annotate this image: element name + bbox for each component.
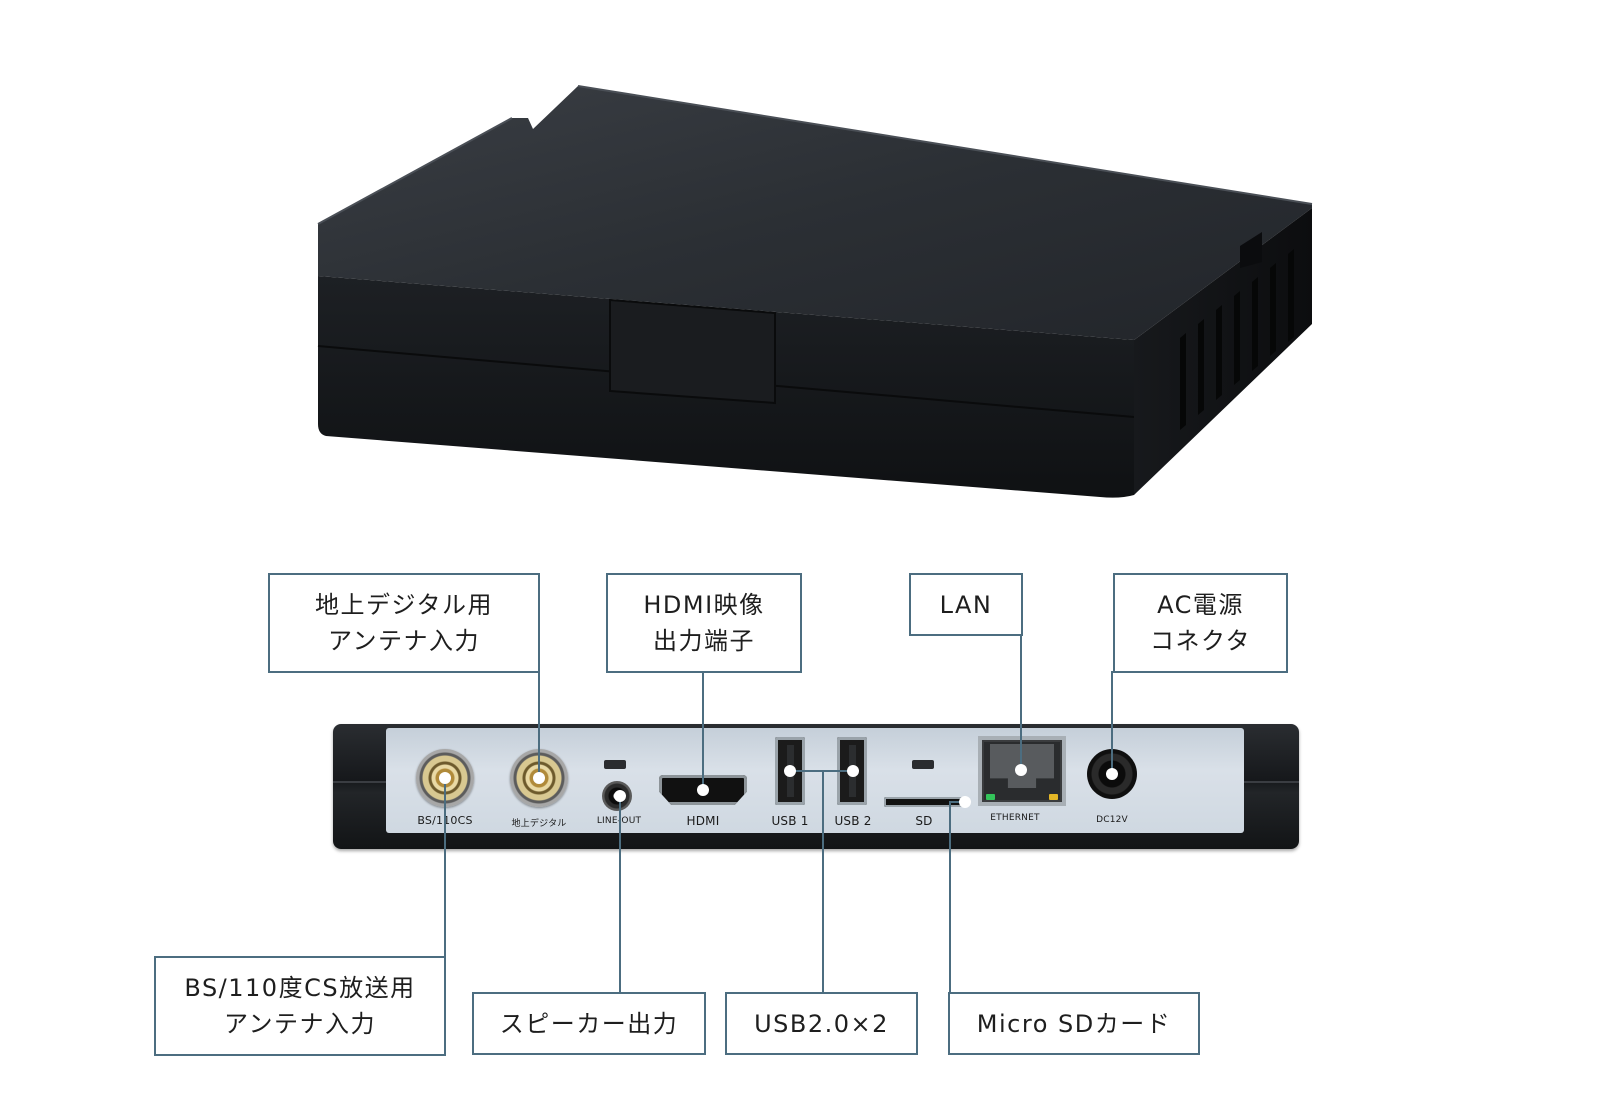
connector-line-speaker (619, 796, 621, 992)
endpoint-dot (614, 790, 626, 802)
connector-line-usb-bridge (790, 770, 854, 772)
link-led-icon (986, 794, 995, 800)
callout-hdmi-output: HDMI映像 出力端子 (606, 573, 802, 673)
connector-line-terrestrial (538, 671, 540, 778)
connector-line-ac (1111, 671, 1113, 774)
callout-ac-power: AC電源 コネクタ (1113, 573, 1288, 673)
endpoint-dot (847, 765, 859, 777)
callout-bs-cs-antenna: BS/110度CS放送用 アンテナ入力 (154, 956, 446, 1056)
port-label-dc12v: DC12V (1096, 815, 1128, 825)
activity-led-icon (1049, 794, 1058, 800)
connector-line-hdmi (702, 671, 704, 790)
callout-speaker-output: スピーカー出力 (472, 992, 706, 1055)
callout-micro-sd-text: Micro SDカード (976, 1009, 1172, 1038)
port-label-usb2: USB 2 (834, 814, 872, 828)
device-top-photo (317, 85, 1313, 498)
endpoint-dot (439, 772, 451, 784)
port-label-ethernet: ETHERNET (990, 813, 1040, 823)
endpoint-dot (959, 796, 971, 808)
connector-line-sd (949, 802, 951, 992)
connector-line-sd-bridge (949, 801, 965, 803)
endpoint-dot (784, 765, 796, 777)
callout-terrestrial-antenna-text: 地上デジタル用 アンテナ入力 (314, 591, 494, 655)
connector-line-lan (1020, 634, 1022, 770)
port-label-hdmi: HDMI (686, 814, 720, 828)
endpoint-dot (1015, 764, 1027, 776)
callout-hdmi-output-text: HDMI映像 出力端子 (643, 591, 765, 655)
callout-lan: LAN (909, 573, 1023, 636)
endpoint-dot (697, 784, 709, 796)
callout-speaker-output-text: スピーカー出力 (499, 1009, 679, 1038)
callout-terrestrial-antenna: 地上デジタル用 アンテナ入力 (268, 573, 540, 673)
endpoint-dot (533, 772, 545, 784)
connector-line-bs-cs (444, 778, 446, 956)
callout-micro-sd: Micro SDカード (948, 992, 1200, 1055)
device-top-surface (318, 86, 1312, 340)
port-label-terrestrial: 地上デジタル (511, 819, 567, 829)
sd-card-slot (884, 797, 966, 807)
indicator-led (604, 760, 626, 769)
status-led (912, 760, 934, 769)
device-side-face (1134, 208, 1312, 495)
callout-lan-text: LAN (939, 590, 993, 619)
callout-ac-power-text: AC電源 コネクタ (1149, 591, 1252, 655)
port-label-line-out: LINE-OUT (597, 816, 641, 826)
connector-line-usb (822, 771, 824, 992)
callout-usb: USB2.0×2 (725, 992, 918, 1055)
endpoint-dot (1106, 768, 1118, 780)
front-cover-panel (609, 298, 776, 405)
callout-usb-text: USB2.0×2 (754, 1009, 889, 1038)
port-label-sd: SD (915, 814, 933, 828)
port-label-usb1: USB 1 (771, 814, 809, 828)
callout-bs-cs-antenna-text: BS/110度CS放送用 アンテナ入力 (184, 974, 416, 1038)
